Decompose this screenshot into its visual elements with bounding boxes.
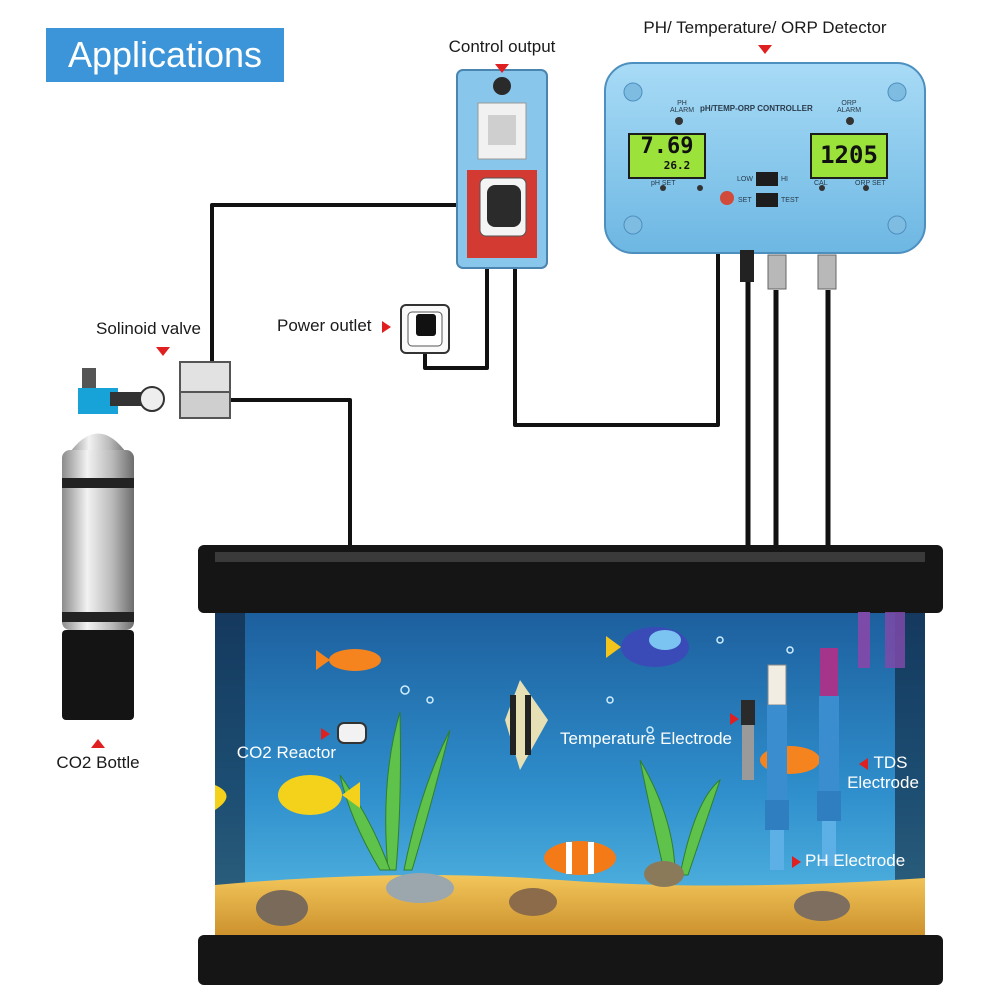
co2-reactor-device xyxy=(337,722,367,744)
tds-electrode xyxy=(765,664,789,870)
low-label: LOW xyxy=(737,176,753,183)
tds-electrode-text-1: TDS xyxy=(873,753,908,772)
valve-cable xyxy=(210,203,487,365)
fish-yellow-small xyxy=(215,785,227,810)
tds-electrode-text-2: Electrode xyxy=(847,773,919,792)
ph-alarm-label: PH ALARM xyxy=(669,100,695,114)
detector-arrow xyxy=(758,45,772,54)
fish-clown xyxy=(544,841,616,875)
orp-lcd: 1205 xyxy=(810,133,888,179)
ph-electrode-text: PH Electrode xyxy=(805,851,906,870)
control-output-arrow xyxy=(495,64,509,73)
detector-label: PH/ Temperature/ ORP Detector xyxy=(620,18,910,59)
controller-power-cable xyxy=(513,250,720,427)
temperature-electrode-arrow xyxy=(730,710,739,728)
temp-value: 26.2 xyxy=(663,159,691,172)
co2-bottle-arrow xyxy=(91,739,105,748)
orp-set-label: ORP SET xyxy=(855,180,886,187)
title-badge: Applications xyxy=(46,28,284,82)
co2-bottle xyxy=(62,368,165,720)
power-outlet-arrow xyxy=(382,320,392,333)
tds-electrode-arrow xyxy=(858,757,868,770)
temperature-electrode-text: Temperature Electrode xyxy=(560,729,732,748)
controller-panel-title: pH/TEMP-ORP CONTROLLER xyxy=(700,104,813,113)
temperature-electrode-label: Temperature Electrode xyxy=(560,729,732,749)
ph-electrode xyxy=(817,648,841,866)
ph-lcd: 7.69 26.2 xyxy=(628,133,706,179)
co2-bottle-label: CO2 Bottle xyxy=(48,733,148,773)
bubbles xyxy=(400,636,794,734)
power-outlet-plate xyxy=(400,304,450,354)
test-label: TEST xyxy=(781,197,799,204)
ph-set-label: pH SET xyxy=(651,180,676,187)
hi-label: HI xyxy=(781,176,788,183)
power-outlet-label: Power outlet xyxy=(277,316,392,336)
solenoid-valve-label: Solinoid valve xyxy=(86,319,211,361)
power-outlet-text: Power outlet xyxy=(277,316,372,335)
controller-device xyxy=(604,62,926,290)
tds-electrode-label: TDS Electrode xyxy=(843,753,923,793)
control-output-text: Control output xyxy=(448,37,556,56)
rocks xyxy=(256,861,850,926)
ph-electrode-label: PH Electrode xyxy=(792,851,905,871)
set-label: SET xyxy=(738,197,752,204)
co2-reactor-label: CO2 Reactor xyxy=(226,723,336,763)
fish-orange xyxy=(316,649,381,671)
detector-text: PH/ Temperature/ ORP Detector xyxy=(643,18,887,37)
orp-alarm-label: ORP ALARM xyxy=(836,100,862,114)
fish-yellow xyxy=(278,775,360,815)
solenoid-valve-arrow xyxy=(156,347,170,356)
control-output-label: Control output xyxy=(438,37,566,78)
fish-angel xyxy=(505,680,548,770)
plants xyxy=(339,711,722,876)
solenoid-valve-body xyxy=(179,361,231,419)
co2-reactor-text: CO2 Reactor xyxy=(236,743,336,762)
aquarium xyxy=(198,545,943,985)
co2-bottle-text: CO2 Bottle xyxy=(56,753,140,772)
ph-electrode-arrow xyxy=(792,855,801,868)
co2-reactor-arrow xyxy=(321,727,330,740)
orp-value: 1205 xyxy=(820,141,878,169)
fish-blue xyxy=(606,627,689,667)
ph-value: 7.69 xyxy=(640,134,694,159)
control-output-socket xyxy=(456,69,548,269)
solenoid-valve-text: Solinoid valve xyxy=(96,319,201,338)
cal-label: CAL xyxy=(814,180,828,187)
temperature-electrode xyxy=(741,700,755,780)
